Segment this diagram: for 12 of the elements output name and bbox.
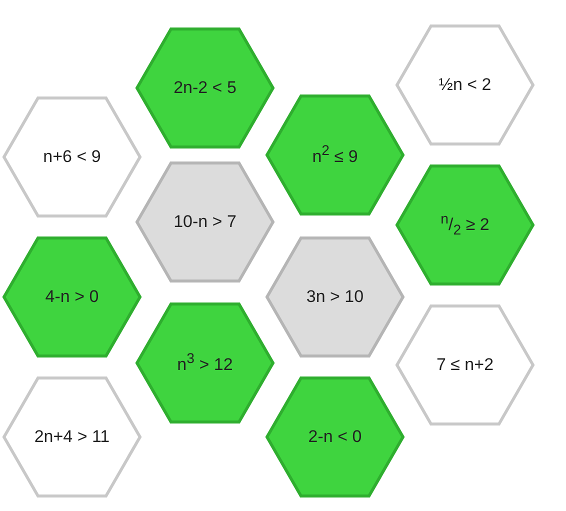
inequality-text: n+6 < 9 [42,147,102,167]
inequality-text: 2n+4 > 11 [33,427,111,447]
inequality-text: 2-n < 0 [307,427,363,447]
inequality-text: 2n-2 < 5 [172,78,238,98]
inequality-text: n$^{2}$ ≤ 9 [311,143,359,167]
inequality-text: 4-n > 0 [44,287,100,307]
inequality-text: ½n < 2 [438,75,492,95]
inequality-text: 7 ≤ n+2 [435,355,495,375]
inequality-text: n$^{3}$ > 12 [176,351,234,375]
inequality-text: 3n > 10 [305,287,365,307]
inequality-text: $^{n}$/$_{2}$ ≥ 2 [440,211,490,239]
inequality-text: 10-n > 7 [172,212,238,232]
